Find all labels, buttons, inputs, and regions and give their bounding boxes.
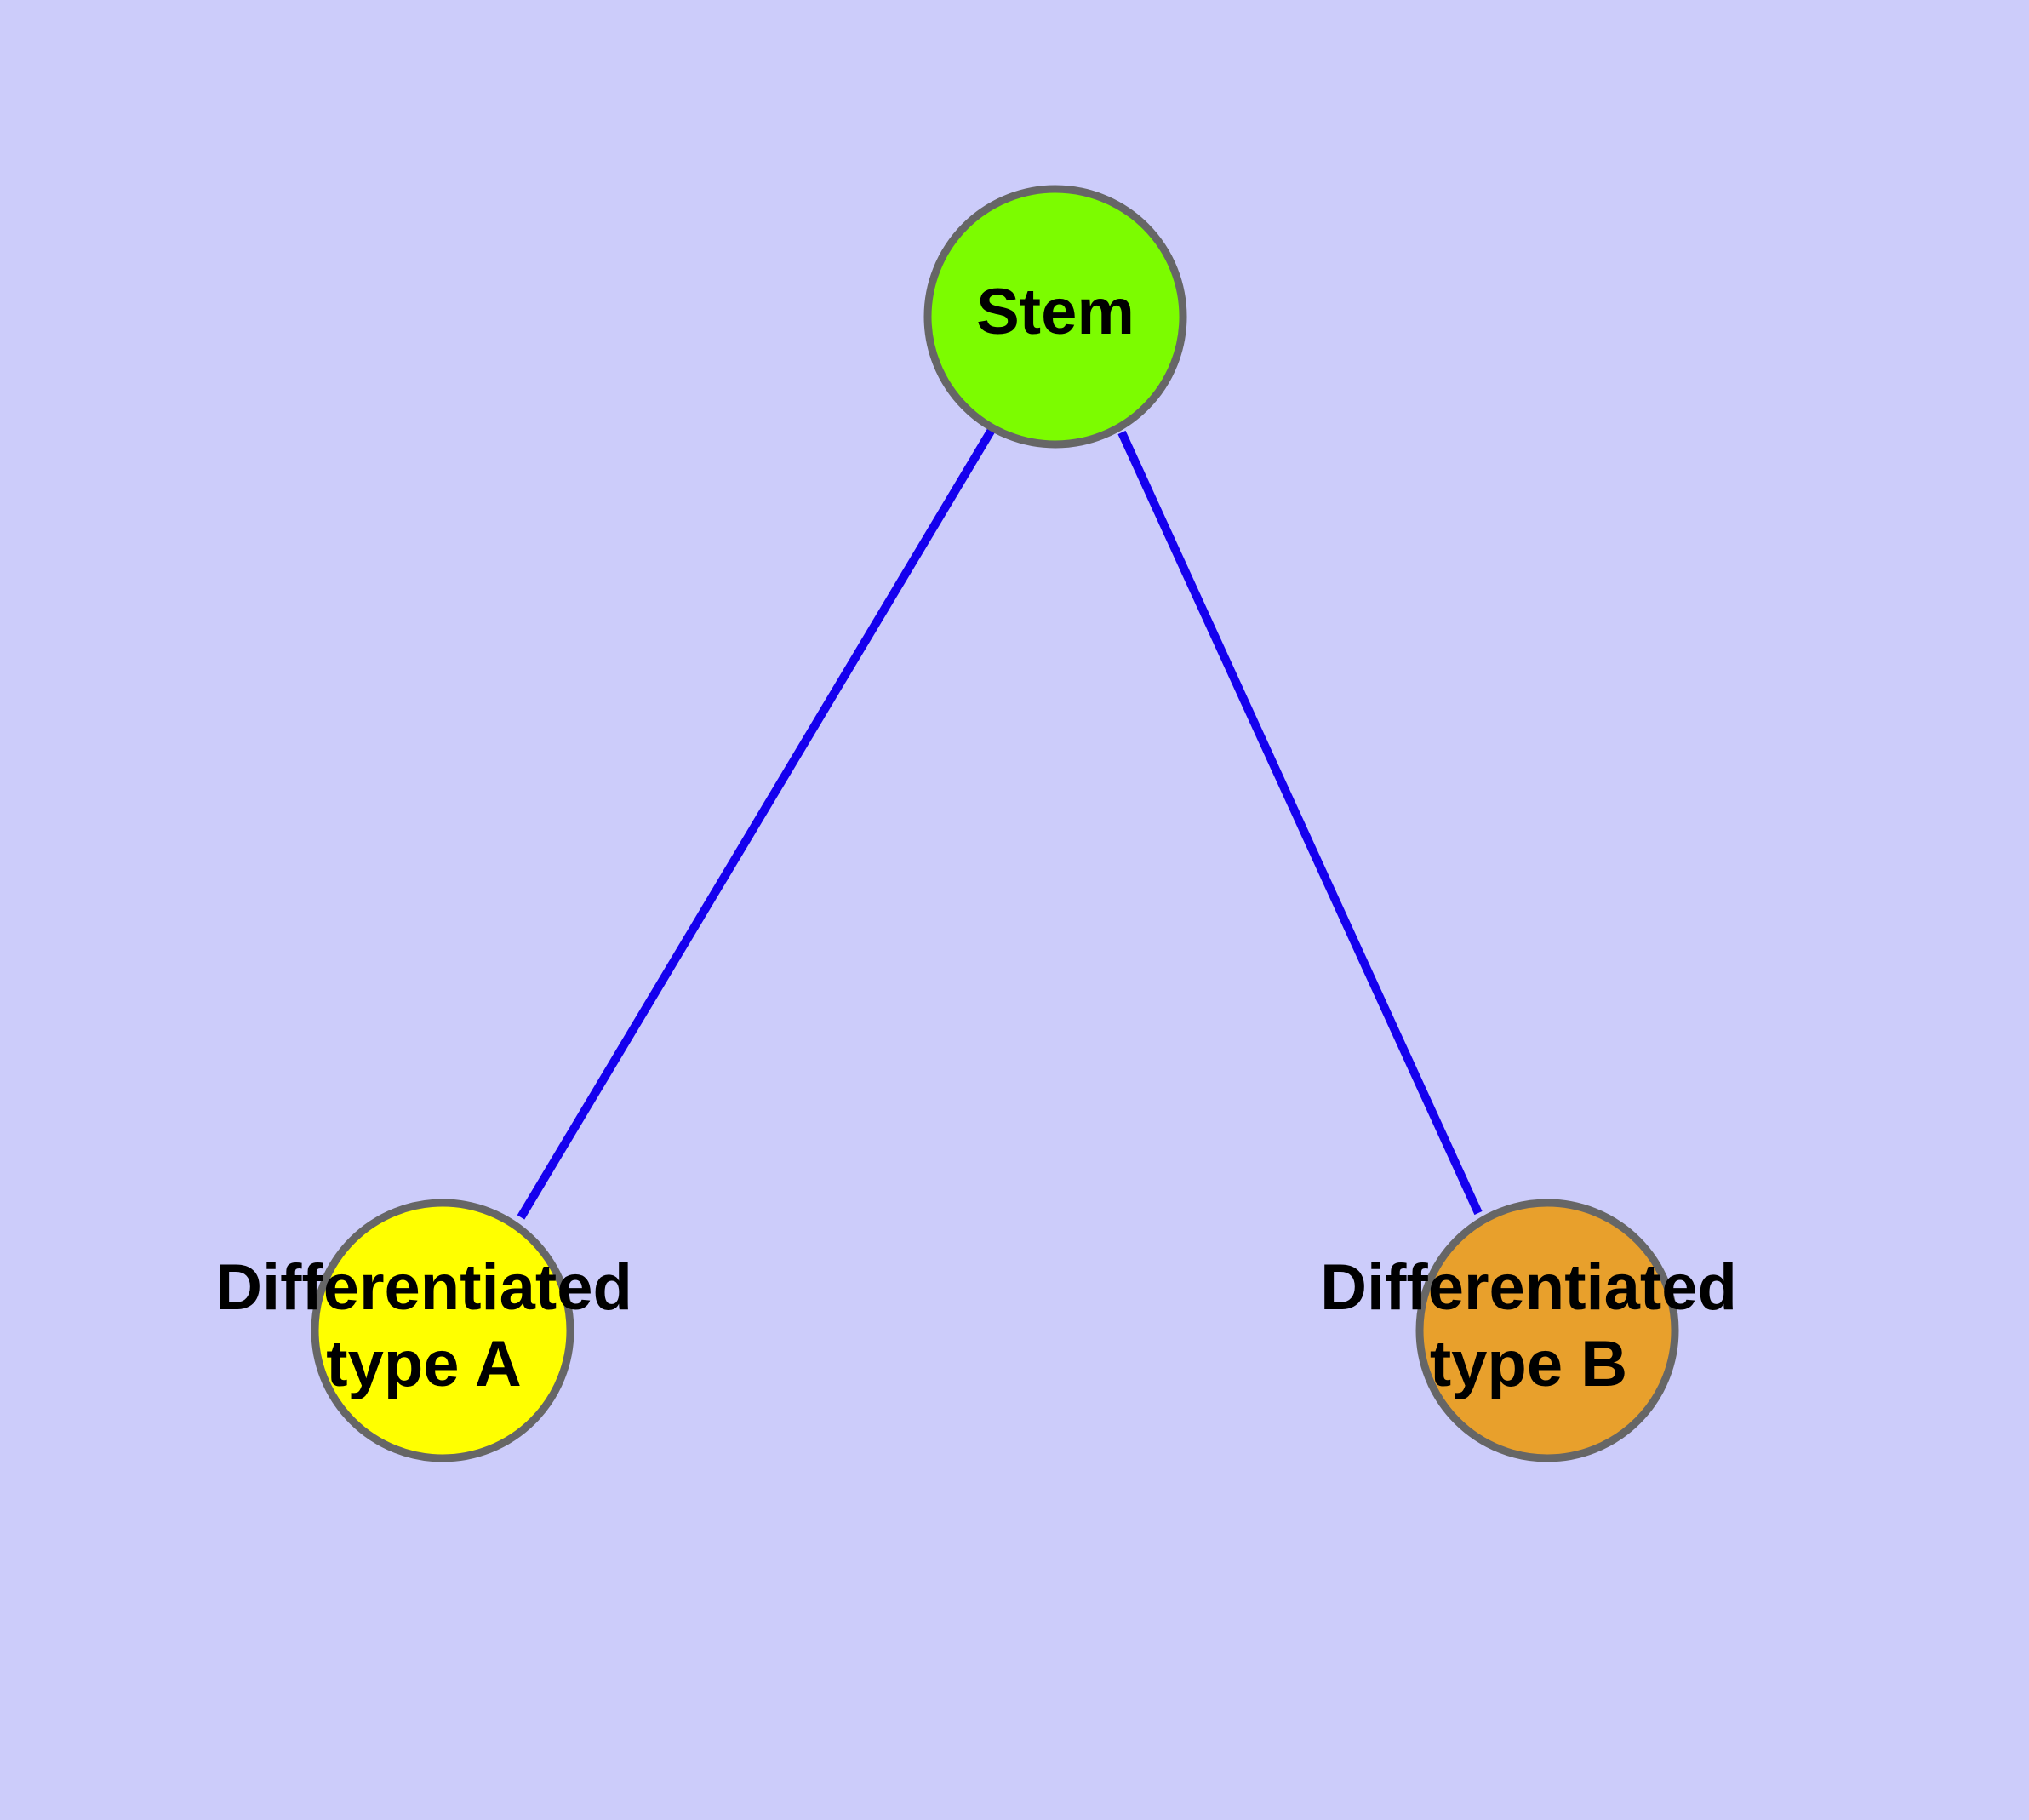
node-stem[interactable] <box>923 185 1187 449</box>
edge-stem-to-diff-b[interactable] <box>1117 430 1483 1216</box>
node-diff-a[interactable] <box>311 1199 574 1462</box>
edges-layer <box>517 427 1483 1220</box>
node-label-line: Differentiated <box>1320 1251 1737 1324</box>
node-label-line: type A <box>326 1328 521 1400</box>
node-label-line: Stem <box>976 276 1135 348</box>
node-diff-b[interactable] <box>1415 1199 1679 1462</box>
nodes-layer <box>311 185 1679 1462</box>
node-label-stem: Stem <box>976 276 1135 348</box>
node-label-line: type B <box>1430 1328 1627 1400</box>
node-label-line: Differentiated <box>215 1251 632 1324</box>
edge-stem-to-diff-a[interactable] <box>517 427 996 1220</box>
